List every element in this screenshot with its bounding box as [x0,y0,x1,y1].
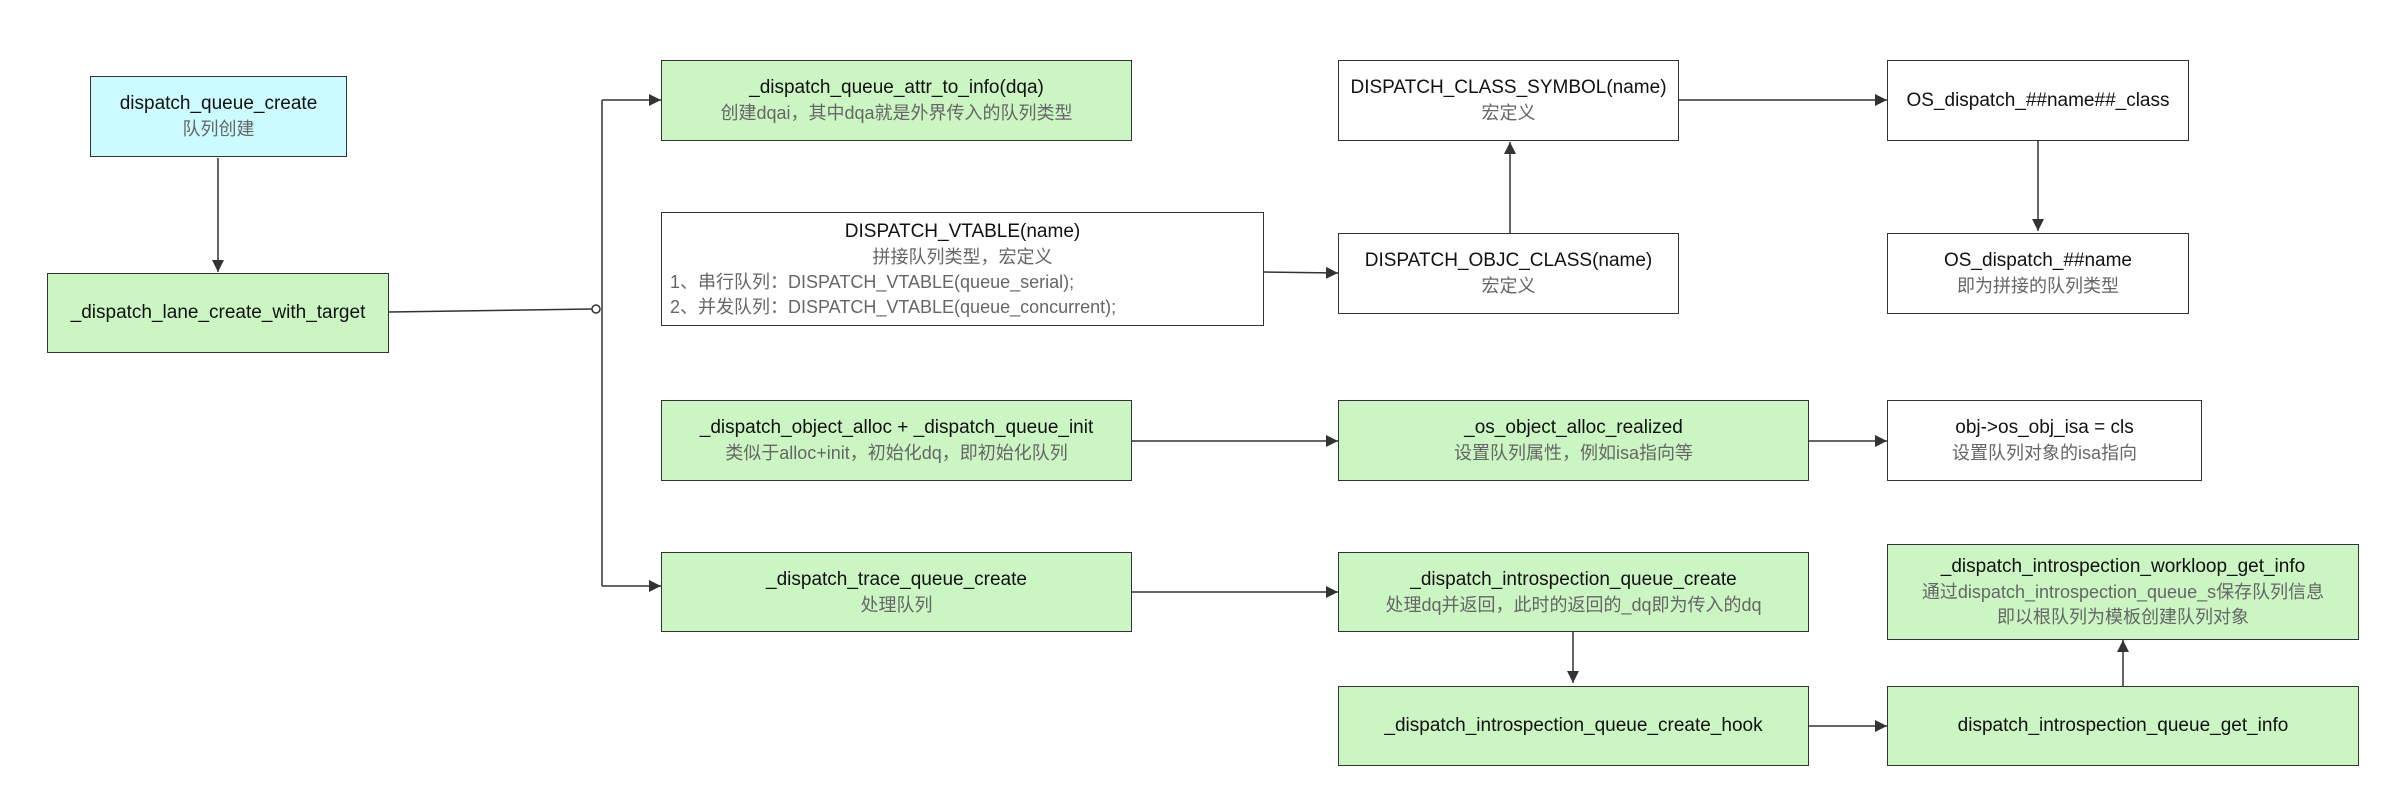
node-queue-attr-to-info: _dispatch_queue_attr_to_info(dqa) 创建dqai… [661,60,1132,141]
node-subtitle: 即为拼接的队列类型 [1957,276,2119,296]
node-subtitle: 处理dq并返回，此时的返回的_dq即为传入的dq [1385,594,1762,615]
node-dispatch-queue-create: dispatch_queue_create 队列创建 [90,76,347,157]
node-trace-queue-create: _dispatch_trace_queue_create 处理队列 [661,552,1132,632]
node-subtitle: 类似于alloc+init，初始化dq，即初始化队列 [725,443,1068,463]
node-subtitle: 拼接队列类型，宏定义 [872,246,1053,267]
node-subtitle: 通过dispatch_introspection_queue_s保存队列信息 [1921,582,2325,602]
node-subtitle: 设置队列属性，例如isa指向等 [1453,443,1693,463]
branch-point [591,304,601,314]
vtable-concurrent-line: 2、并发队列：DISPATCH_VTABLE(queue_concurrent)… [670,296,1117,317]
node-title: _dispatch_object_alloc + _dispatch_queue… [699,417,1094,438]
node-obj-isa-assign: obj->os_obj_isa = cls 设置队列对象的isa指向 [1887,400,2202,481]
node-objc-class: DISPATCH_OBJC_CLASS(name) 宏定义 [1338,233,1679,314]
edge-lane-to-branch [388,308,593,313]
node-title: OS_dispatch_##name [1943,250,2132,271]
node-introspection-queue-get-info: dispatch_introspection_queue_get_info [1887,686,2359,766]
node-title: obj->os_obj_isa = cls [1955,417,2134,438]
node-introspection-queue-create: _dispatch_introspection_queue_create 处理d… [1338,552,1809,632]
node-subtitle: 设置队列对象的isa指向 [1951,443,2137,463]
node-subtitle: 宏定义 [1481,276,1536,296]
node-title: OS_dispatch_##name##_class [1906,89,2170,111]
node-subtitle: 创建dqai，其中dqa就是外界传入的队列类型 [720,103,1073,123]
node-subtitle: 队列创建 [182,119,255,139]
node-os-dispatch-name-class: OS_dispatch_##name##_class [1887,60,2189,141]
node-title: DISPATCH_VTABLE(name) [844,220,1081,242]
node-title: DISPATCH_OBJC_CLASS(name) [1364,250,1653,271]
node-os-object-alloc-realized: _os_object_alloc_realized 设置队列属性，例如isa指向… [1338,400,1809,481]
node-title: _dispatch_introspection_queue_create [1410,568,1737,590]
node-introspection-workloop-get-info: _dispatch_introspection_workloop_get_inf… [1887,544,2359,640]
node-title: _dispatch_introspection_workloop_get_inf… [1940,556,2306,577]
node-class-symbol: DISPATCH_CLASS_SYMBOL(name) 宏定义 [1338,60,1679,141]
node-os-dispatch-name: OS_dispatch_##name 即为拼接的队列类型 [1887,233,2189,314]
node-title: dispatch_queue_create [119,93,318,114]
node-introspection-create-hook: _dispatch_introspection_queue_create_hoo… [1338,686,1809,766]
node-title: dispatch_introspection_queue_get_info [1957,715,2289,736]
node-lane-create-with-target: _dispatch_lane_create_with_target [47,273,389,353]
edge-vtable-to-objc [1263,266,1339,279]
node-title: _dispatch_queue_attr_to_info(dqa) [749,77,1044,98]
node-title: _dispatch_introspection_queue_create_hoo… [1384,715,1763,736]
node-title: _os_object_alloc_realized [1464,417,1683,438]
node-subtitle: 宏定义 [1481,103,1536,123]
vtable-serial-line: 1、串行队列：DISPATCH_VTABLE(queue_serial); [670,271,1075,292]
node-object-alloc-queue-init: _dispatch_object_alloc + _dispatch_queue… [661,400,1132,481]
node-subtitle: 处理队列 [860,594,933,615]
node-title: DISPATCH_CLASS_SYMBOL(name) [1350,77,1667,98]
node-title: _dispatch_lane_create_with_target [70,302,366,323]
node-subtitle-second: 即以根队列为模板创建队列对象 [1997,607,2249,627]
node-dispatch-vtable: DISPATCH_VTABLE(name) 拼接队列类型，宏定义 1、串行队列：… [661,212,1264,326]
node-title: _dispatch_trace_queue_create [766,568,1027,590]
